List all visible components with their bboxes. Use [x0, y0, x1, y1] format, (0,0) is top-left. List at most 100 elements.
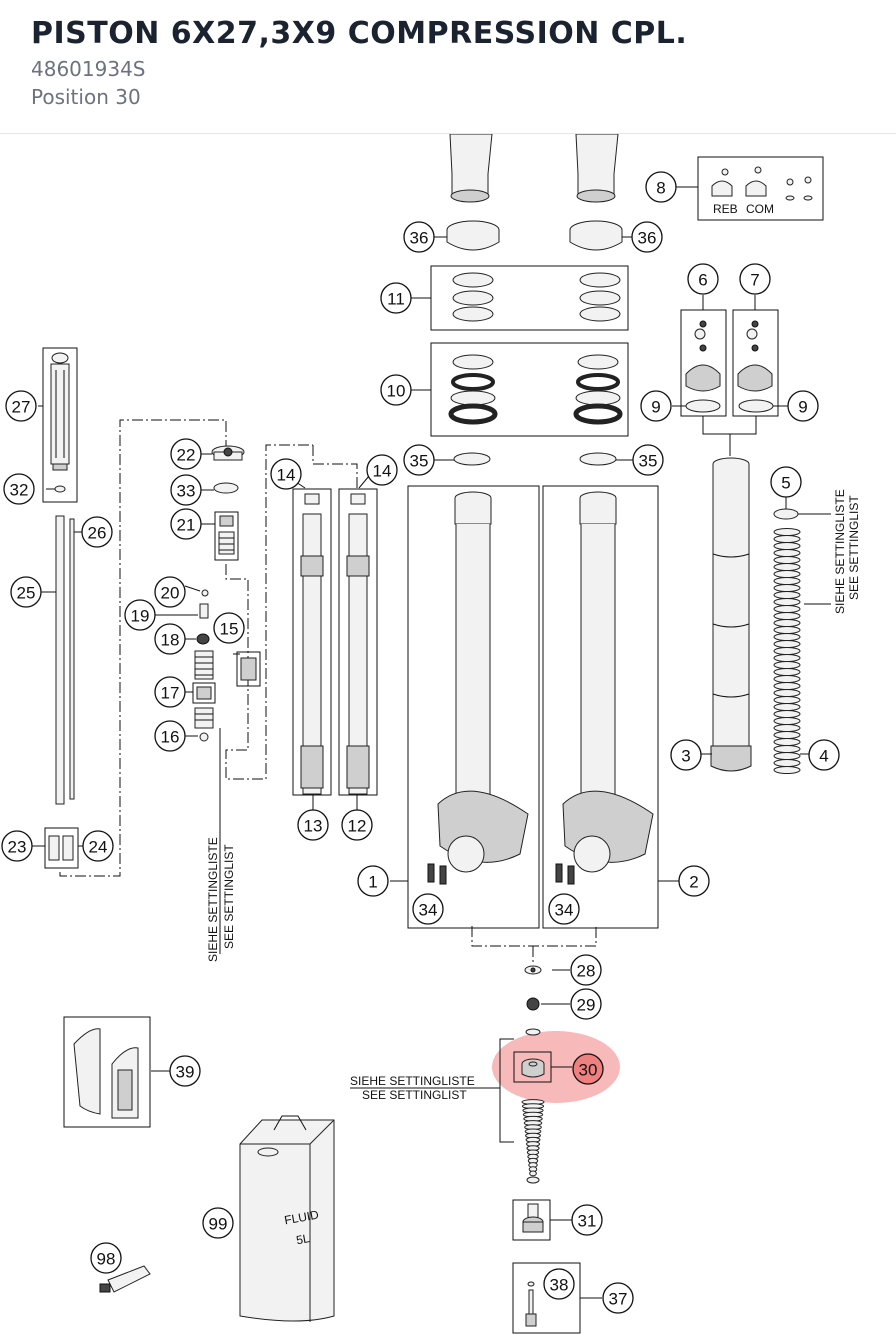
o-ring-32	[54, 485, 66, 493]
box-23-24	[44, 827, 79, 869]
callout-30[interactable]: 30	[572, 1053, 604, 1085]
callout-label: 99	[209, 1215, 228, 1234]
spring-seat-5	[773, 508, 799, 520]
callout-34[interactable]: 34	[412, 893, 444, 925]
callout-label: 11	[387, 290, 405, 309]
nut-29	[526, 997, 540, 1011]
callout-2[interactable]: 2	[678, 865, 710, 897]
callout-26[interactable]: 26	[81, 516, 113, 548]
nut-18	[196, 633, 210, 645]
grease-tube-98	[99, 1265, 151, 1293]
spring-stack-17	[192, 650, 216, 729]
callout-9[interactable]: 9	[787, 390, 819, 422]
box-8	[697, 156, 824, 221]
callout-23[interactable]: 23	[1, 830, 33, 862]
nut-28	[524, 965, 542, 975]
callout-label: 24	[89, 838, 108, 857]
callout-label: 31	[578, 1212, 597, 1231]
callout-36[interactable]: 36	[403, 221, 435, 253]
callout-21[interactable]: 21	[170, 508, 202, 540]
callout-label: 34	[419, 901, 438, 920]
callout-9[interactable]: 9	[640, 390, 672, 422]
callout-label: 36	[638, 229, 657, 248]
callout-34[interactable]: 34	[548, 893, 580, 925]
callout-15[interactable]: 15	[213, 612, 245, 644]
cartridge-cap-7	[737, 320, 773, 392]
callout-18[interactable]: 18	[154, 623, 186, 655]
callout-25[interactable]: 25	[10, 576, 42, 608]
callout-38[interactable]: 38	[543, 1268, 575, 1300]
callout-14[interactable]: 14	[366, 454, 398, 486]
setting-note-en-bottom: SEE SETTINGLIST	[362, 1088, 467, 1102]
fluid-label-line2: 5L	[295, 1231, 311, 1247]
callout-29[interactable]: 29	[570, 988, 602, 1020]
box-15	[236, 651, 261, 687]
fork-cap-right	[575, 134, 619, 203]
callout-label: 20	[161, 584, 180, 603]
callout-label: 21	[177, 516, 196, 535]
page-title: PISTON 6X27,3X9 COMPRESSION CPL.	[31, 16, 688, 51]
callout-13[interactable]: 13	[297, 809, 329, 841]
callout-14[interactable]: 14	[270, 458, 302, 490]
callout-19[interactable]: 19	[124, 599, 156, 631]
callout-12[interactable]: 12	[341, 809, 373, 841]
callout-label: 17	[161, 684, 180, 703]
callout-5[interactable]: 5	[770, 466, 802, 498]
callout-label: 35	[410, 452, 429, 471]
box-1	[407, 485, 540, 929]
callout-33[interactable]: 33	[170, 474, 202, 506]
callout-6[interactable]: 6	[687, 263, 719, 295]
callout-98[interactable]: 98	[90, 1242, 122, 1274]
callout-4[interactable]: 4	[808, 739, 840, 771]
valve-22	[211, 445, 245, 461]
callout-label: 28	[577, 962, 596, 981]
callout-39[interactable]: 39	[169, 1055, 201, 1087]
callout-24[interactable]: 24	[82, 830, 114, 862]
compression-valve-21	[218, 515, 235, 555]
callout-label: 5	[781, 474, 790, 493]
callout-label: 14	[373, 462, 392, 481]
callout-32[interactable]: 32	[3, 473, 35, 505]
callout-8[interactable]: 8	[645, 171, 677, 203]
callout-label: 2	[689, 873, 698, 892]
callout-label: 36	[410, 229, 429, 248]
callout-10[interactable]: 10	[380, 374, 412, 406]
washer-bottom	[526, 1176, 540, 1184]
callout-37[interactable]: 37	[602, 1282, 634, 1314]
callout-17[interactable]: 17	[154, 676, 186, 708]
part-number: 48601934S	[31, 57, 146, 81]
adjuster-kit-8	[711, 166, 813, 201]
callout-label: 19	[131, 607, 150, 626]
washer-16	[199, 732, 209, 742]
callout-label: 30	[579, 1061, 598, 1080]
callout-label: 10	[387, 382, 406, 401]
box-2	[542, 485, 659, 929]
callout-16[interactable]: 16	[154, 720, 186, 752]
callout-1[interactable]: 1	[357, 865, 389, 897]
label-com: COM	[746, 202, 774, 216]
fork-spring-4	[773, 528, 801, 774]
cartridge-cap-6	[685, 320, 721, 392]
callout-11[interactable]: 11	[380, 282, 412, 314]
callout-27[interactable]: 27	[5, 390, 37, 422]
callout-22[interactable]: 22	[170, 438, 202, 470]
callout-36[interactable]: 36	[631, 221, 663, 253]
callout-20[interactable]: 20	[154, 576, 186, 608]
callout-label: 15	[220, 620, 239, 639]
callout-label: 25	[17, 584, 36, 603]
label-reb: REB	[713, 202, 738, 216]
callout-7[interactable]: 7	[739, 263, 771, 295]
callout-label: 14	[277, 466, 296, 485]
cartridge-27	[50, 352, 70, 471]
callout-35[interactable]: 35	[403, 444, 435, 476]
callout-28[interactable]: 28	[570, 954, 602, 986]
exploded-parts-diagram: REB COM	[1, 134, 861, 1334]
callout-31[interactable]: 31	[571, 1204, 603, 1236]
callout-3[interactable]: 3	[670, 739, 702, 771]
callout-35[interactable]: 35	[632, 444, 664, 476]
callout-label: 13	[304, 817, 323, 836]
cap-ring-right-36	[569, 220, 623, 251]
callout-label: 34	[555, 901, 574, 920]
callout-99[interactable]: 99	[202, 1207, 234, 1239]
cartridge-13	[300, 493, 324, 795]
